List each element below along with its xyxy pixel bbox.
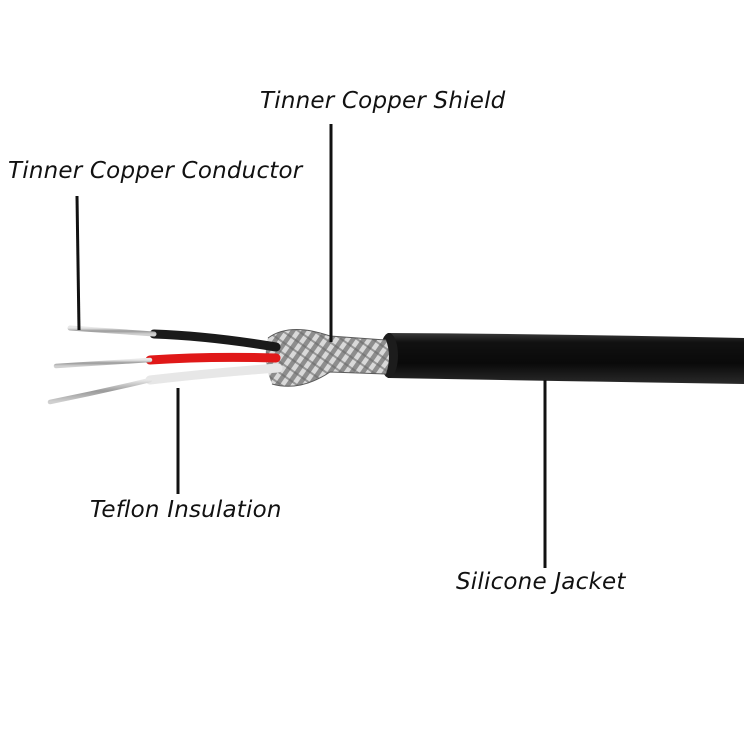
- label-conductor: Tinner Copper Conductor: [8, 158, 303, 184]
- label-jacket: Silicone Jacket: [456, 569, 626, 595]
- red-wire: [53, 352, 281, 369]
- silicone-jacket: [380, 333, 744, 384]
- leader-conductor: [75, 195, 81, 331]
- white-wire: [47, 363, 283, 405]
- label-insulation: Teflon Insulation: [90, 497, 282, 523]
- label-shield: Tinner Copper Shield: [260, 88, 506, 114]
- black-wire: [67, 325, 281, 352]
- copper-shield-braid: [265, 328, 389, 387]
